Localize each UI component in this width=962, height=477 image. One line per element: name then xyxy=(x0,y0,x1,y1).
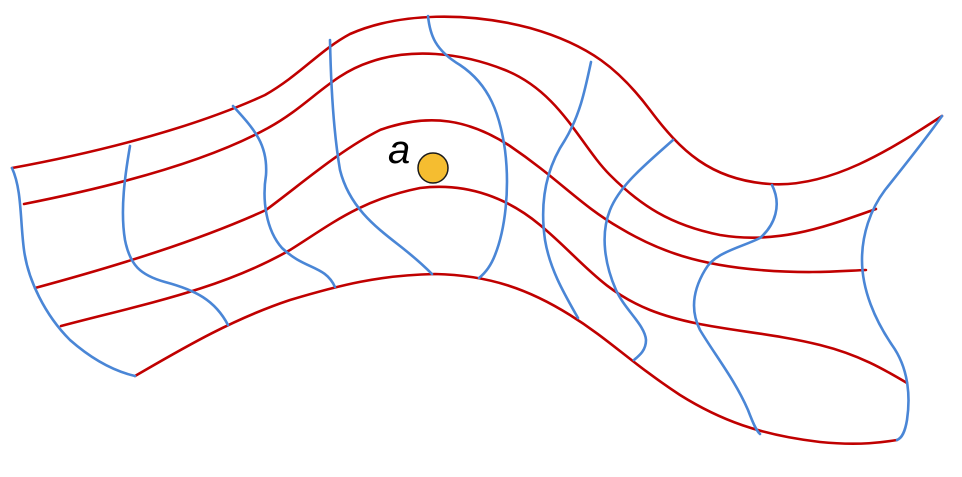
blue-line-1 xyxy=(10,166,137,378)
blue-line-2 xyxy=(121,144,230,327)
red-grid-lines xyxy=(10,15,944,446)
point-a-marker xyxy=(417,152,449,184)
point-a-label: a xyxy=(388,128,410,172)
red-line-1 xyxy=(10,15,944,186)
blue-line-5 xyxy=(426,14,509,280)
blue-line-9 xyxy=(860,114,944,442)
blue-line-3 xyxy=(231,104,337,289)
red-line-3 xyxy=(33,119,868,290)
blue-line-8 xyxy=(692,183,778,436)
blue-line-7 xyxy=(603,138,675,362)
blue-line-6 xyxy=(541,60,593,320)
blue-grid-lines xyxy=(10,14,944,442)
red-line-5 xyxy=(133,272,899,446)
red-line-4 xyxy=(59,185,909,385)
blue-line-4 xyxy=(328,38,434,276)
red-line-2 xyxy=(22,52,878,239)
point-a: a xyxy=(388,128,449,184)
